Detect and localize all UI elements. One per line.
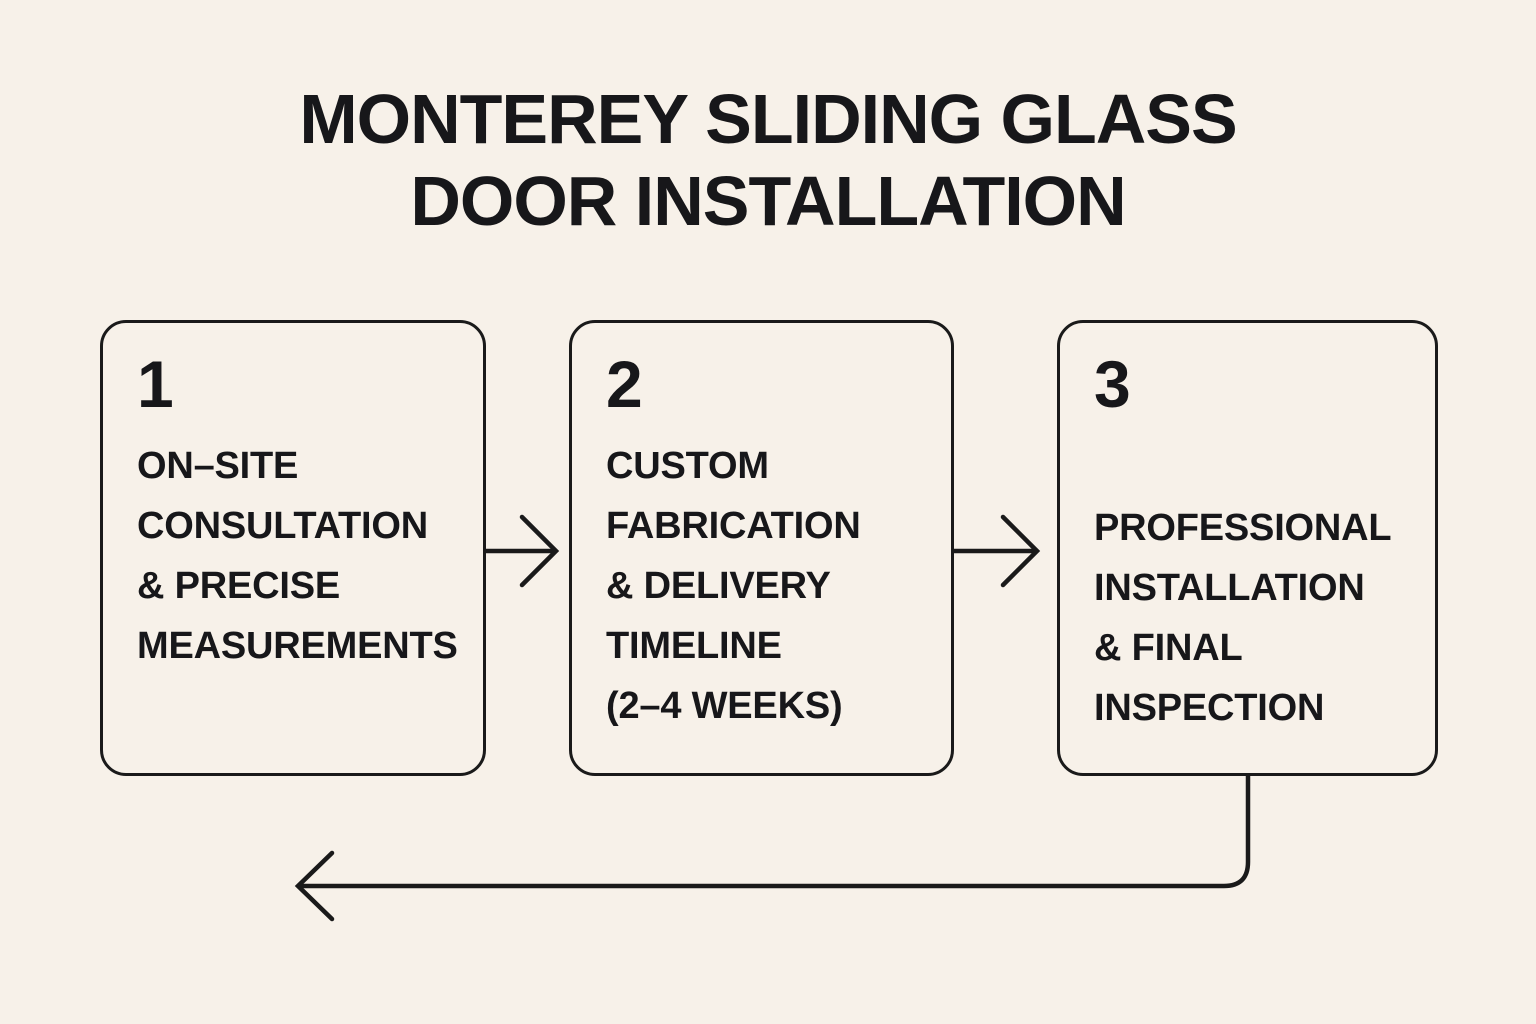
page-title-line-1: MONTEREY SLIDING GLASS [299, 80, 1237, 158]
step-1-number: 1 [137, 347, 174, 421]
step-3-number: 3 [1094, 347, 1131, 421]
step-box-3: 3 PROFESSIONAL INSTALLATION & FINAL INSP… [1057, 320, 1438, 776]
step-1-line-4: MEASUREMENTS [137, 625, 458, 667]
step-box-2: 2 CUSTOM FABRICATION & DELIVERY TIMELINE… [569, 320, 954, 776]
return-arrow-icon [294, 773, 1251, 922]
step-1-line-1: ON–SITE [137, 445, 299, 487]
page-title: MONTEREY SLIDING GLASS DOOR INSTALLATION [0, 78, 1536, 242]
step-2-line-2: FABRICATION [606, 505, 861, 547]
arrow-step1-to-step2-icon [483, 514, 560, 588]
step-1-description: ON–SITE CONSULTATION & PRECISE MEASUREME… [137, 436, 467, 676]
step-2-line-4: TIMELINE [606, 625, 782, 667]
step-2-description: CUSTOM FABRICATION & DELIVERY TIMELINE (… [606, 436, 935, 736]
step-2-line-3: & DELIVERY [606, 565, 831, 607]
step-box-1: 1 ON–SITE CONSULTATION & PRECISE MEASURE… [100, 320, 486, 776]
step-1-line-2: CONSULTATION [137, 505, 429, 547]
step-3-line-3: & FINAL [1094, 627, 1243, 669]
step-2-line-1: CUSTOM [606, 445, 769, 487]
step-3-line-1: PROFESSIONAL [1094, 507, 1392, 549]
arrow-step2-to-step3-icon [951, 514, 1041, 588]
step-3-line-4: INSPECTION [1094, 687, 1325, 729]
step-1-line-3: & PRECISE [137, 565, 341, 607]
step-3-description: PROFESSIONAL INSTALLATION & FINAL INSPEC… [1094, 498, 1419, 738]
step-2-number: 2 [606, 347, 643, 421]
step-2-line-5: (2–4 WEEKS) [606, 685, 843, 727]
step-3-line-2: INSTALLATION [1094, 567, 1365, 609]
page-title-line-2: DOOR INSTALLATION [410, 162, 1126, 240]
